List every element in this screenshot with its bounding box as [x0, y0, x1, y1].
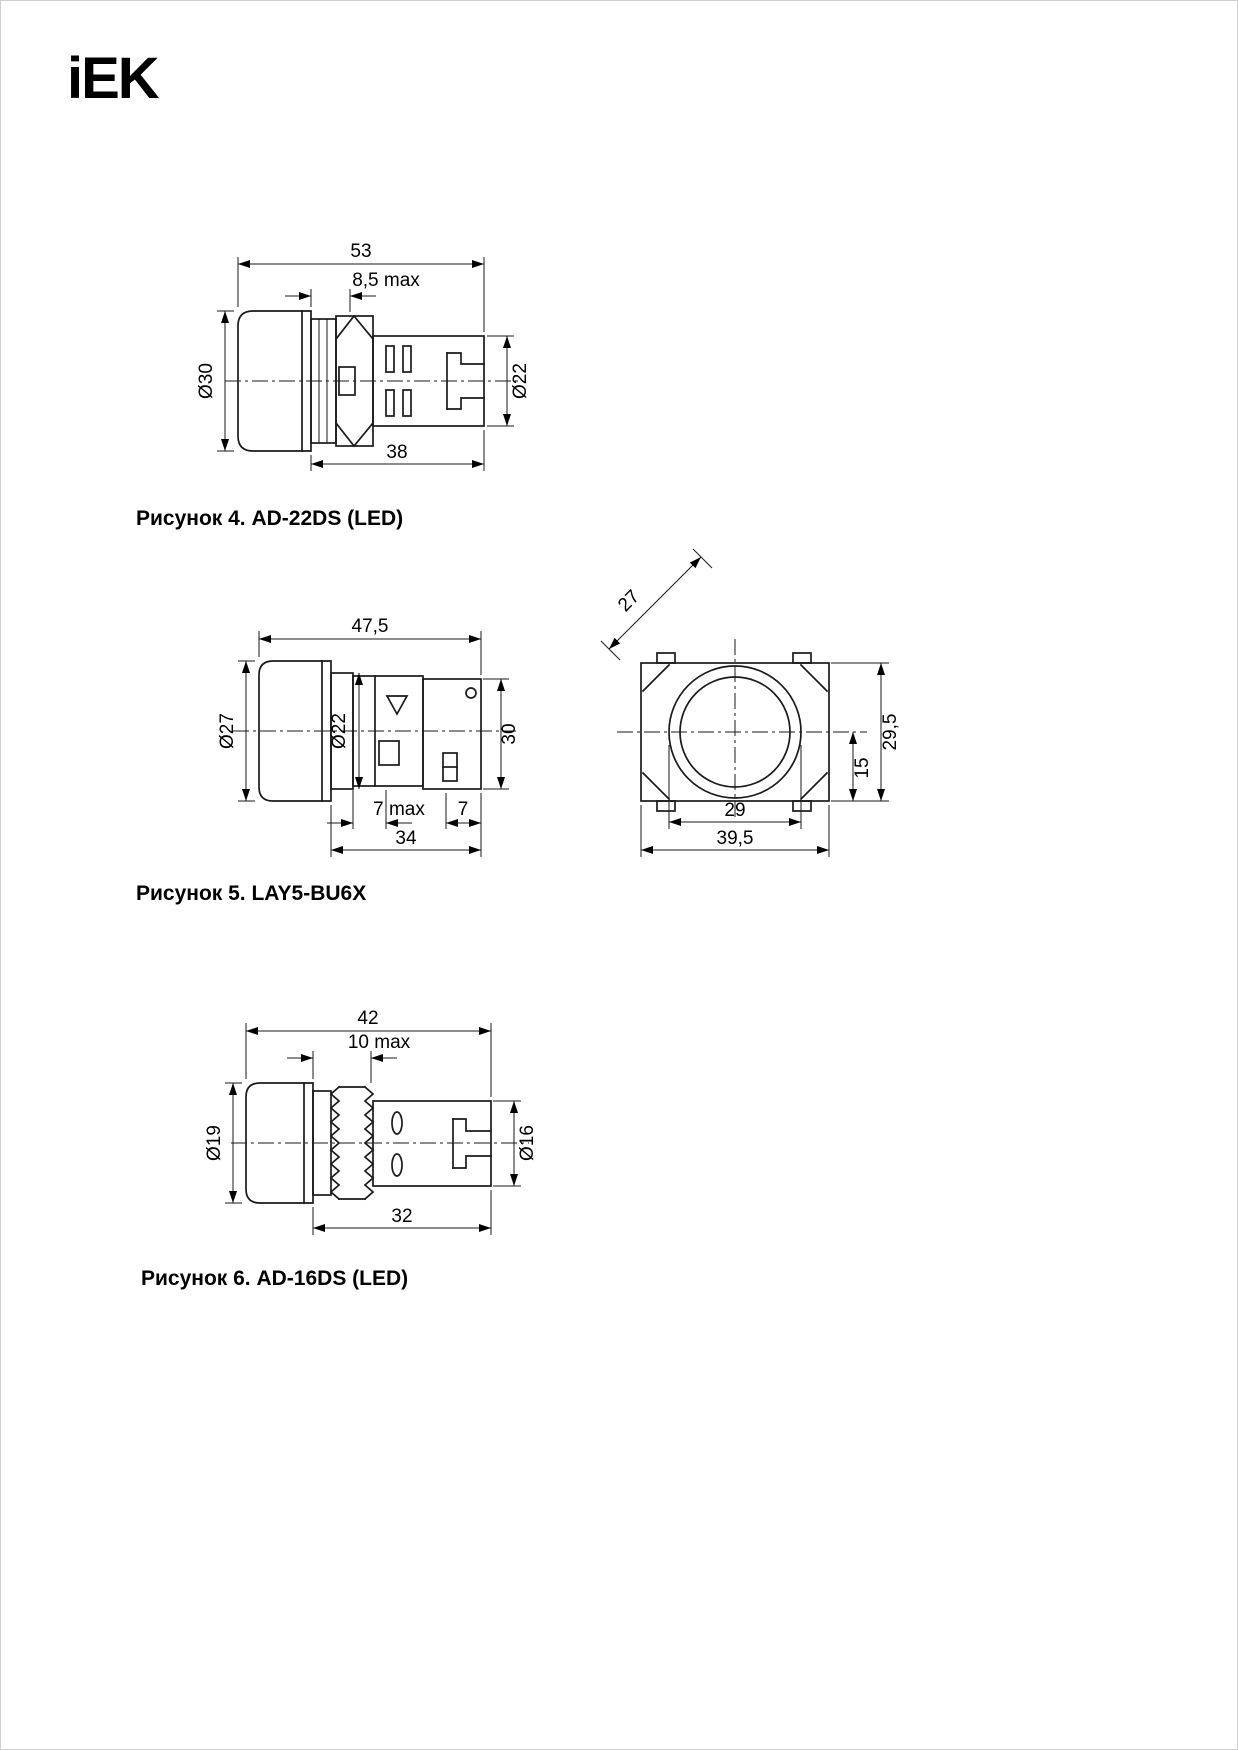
- fig5-front-dim-height-total: 29,5: [831, 662, 901, 801]
- fig4-dim-depth: 38: [310, 430, 485, 471]
- fig6-drawing: 42 10 max Ø19 Ø16 32: [204, 1008, 538, 1235]
- fig5-front-dim-width-total: 39,5: [640, 805, 830, 857]
- fig5-front-dim-width-total-label: 39,5: [717, 828, 754, 849]
- fig4-lens: [237, 310, 312, 452]
- fig6-dim-depth: 32: [312, 1190, 492, 1235]
- fig5-side-dim-thread-diameter: Ø22: [329, 673, 363, 789]
- fig5-side-dim-depth: 34: [330, 805, 481, 857]
- fig5-front-body: [640, 652, 830, 812]
- fig5-side-dim-panel-label: 7 max: [373, 799, 425, 820]
- fig5-side-dim-gap: 7: [445, 793, 482, 857]
- fig5-front-button: [668, 665, 802, 799]
- fig6-caption: Рисунок 6. AD-16DS (LED): [141, 1267, 409, 1290]
- fig4-drawing: 53 8,5 max Ø30 Ø22 38: [196, 241, 531, 471]
- fig5-front-dim-height-half-label: 15: [852, 757, 873, 778]
- fig5-front-dim-height-half: 15: [831, 732, 889, 802]
- fig5-front-dim-height-total-label: 29,5: [880, 714, 901, 751]
- fig5-side-dim-total: 47,5: [258, 616, 482, 675]
- fig5-front-dim-button-diameter: 27: [600, 548, 713, 661]
- fig5-side-dim-depth-label: 34: [395, 828, 417, 849]
- fig6-dim-lens-label: Ø19: [204, 1125, 225, 1161]
- fig4-dim-body-diameter: Ø22: [487, 335, 531, 427]
- fig5-side-dim-height: 30: [483, 678, 520, 790]
- fig5-side-dim-lens-diameter: Ø27: [217, 660, 255, 802]
- fig6-knurled-nut: [329, 1085, 375, 1201]
- fig5-side-dim-lens-label: Ø27: [217, 713, 238, 749]
- fig5-side-drawing: 47,5 Ø27 Ø22 30 7 max: [217, 616, 520, 857]
- fig4-dim-total-label: 53: [350, 241, 371, 262]
- fig5-front-dim-width-inner-label: 29: [724, 800, 745, 821]
- fig4-dim-panel: 8,5 max: [285, 270, 420, 312]
- fig4-caption: Рисунок 4. AD-22DS (LED): [136, 507, 404, 530]
- fig5-side-dim-height-label: 30: [499, 723, 520, 744]
- fig5-side-dim-gap-label: 7: [458, 799, 469, 820]
- fig6-dim-body-diameter: Ø16: [493, 1100, 538, 1187]
- fig5-front-dim-width-inner: 29: [668, 745, 802, 829]
- fig5-side-dim-total-label: 47,5: [352, 616, 389, 637]
- fig4-body: [372, 335, 485, 427]
- fig6-body: [372, 1100, 492, 1187]
- iek-logo: iEK: [67, 46, 160, 111]
- fig6-dim-panel-label: 10 max: [348, 1032, 411, 1053]
- fig6-lens: [245, 1082, 314, 1204]
- fig6-dim-total-label: 42: [357, 1008, 378, 1029]
- fig5-side-contact-block: [422, 678, 482, 790]
- fig4-dim-depth-label: 38: [386, 442, 407, 463]
- fig4-dim-total: 53: [237, 241, 485, 332]
- fig4-dim-panel-label: 8,5 max: [352, 270, 420, 291]
- fig6-dim-lens-diameter: Ø19: [204, 1082, 242, 1204]
- fig5-front-dim-button-label: 27: [614, 586, 644, 616]
- fig5-front-drawing: 27 15 29,5 29 39,5: [600, 548, 901, 857]
- fig5-caption: Рисунок 5. LAY5-BU6X: [136, 882, 367, 905]
- fig5-front-centerlines: [617, 639, 867, 819]
- fig6-dim-body-label: Ø16: [517, 1125, 538, 1161]
- fig4-dim-lens-label: Ø30: [196, 363, 217, 399]
- fig5-side-dim-thread-label: Ø22: [329, 713, 350, 749]
- fig6-dim-total: 42: [245, 1008, 492, 1097]
- fig4-dim-lens-diameter: Ø30: [196, 310, 234, 452]
- fig6-dim-depth-label: 32: [391, 1206, 412, 1227]
- fig4-dim-body-label: Ø22: [510, 363, 531, 399]
- fig6-flange: [312, 1090, 332, 1196]
- fig6-dim-panel: 10 max: [287, 1032, 411, 1083]
- fig5-side-dim-panel: 7 max: [327, 790, 425, 829]
- fig5-side-lens: [258, 660, 332, 802]
